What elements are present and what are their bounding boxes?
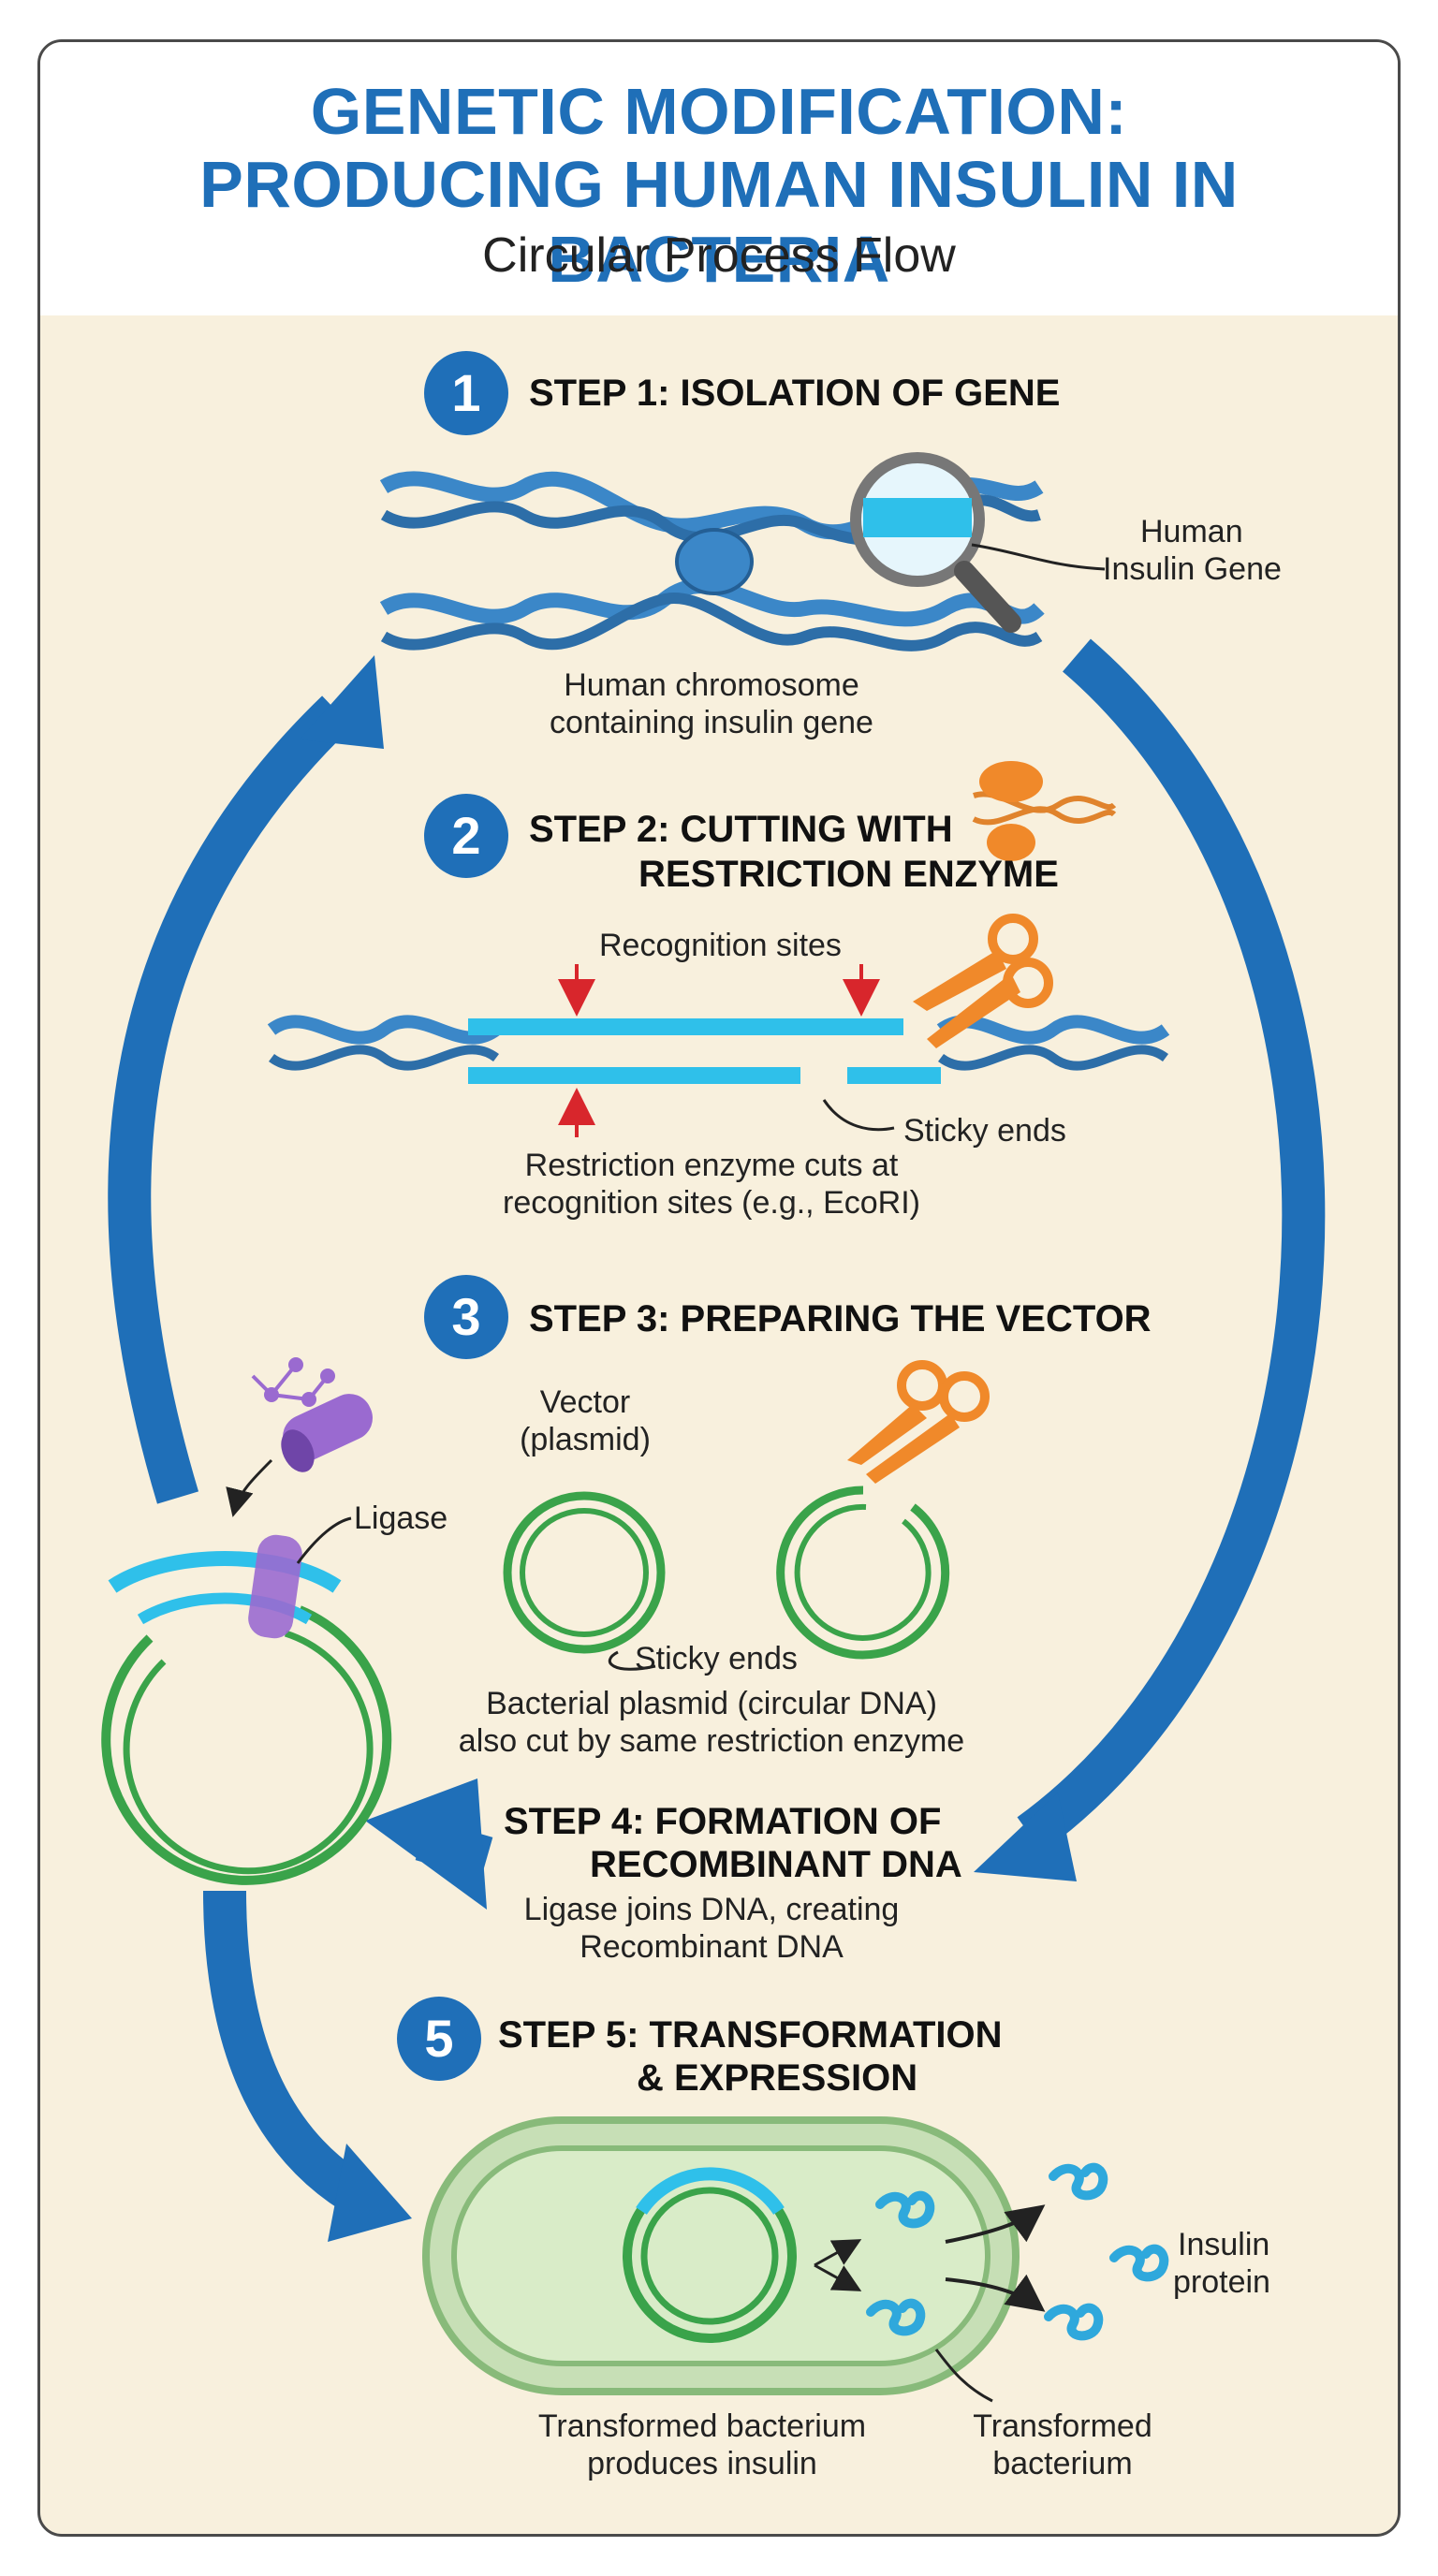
bacterium-icon bbox=[422, 2116, 1046, 2403]
transformed-bacterium-label-2: bacterium bbox=[992, 2446, 1133, 2481]
step-4-desc-line-2: Recombinant DNA bbox=[580, 1929, 844, 1965]
cycle-arrows bbox=[108, 638, 1326, 2242]
cuts-label-1: Restriction enzyme cuts at bbox=[524, 1148, 899, 1183]
cycle-arrow-left bbox=[108, 695, 352, 1504]
step-5-heading-line-1: STEP 5: TRANSFORMATION bbox=[498, 2014, 1003, 2056]
enzyme-icon bbox=[972, 761, 1117, 861]
chromosome-label-2: containing insulin gene bbox=[550, 705, 873, 740]
plasmid-desc-label-1: Bacterial plasmid (circular DNA) bbox=[486, 1686, 937, 1721]
ligase-icon bbox=[226, 1357, 373, 1639]
step-4-desc-line-1: Ligase joins DNA, creating bbox=[523, 1892, 900, 1927]
bacterium-produces-label-2: produces insulin bbox=[587, 2446, 817, 2481]
cut-dna-icon bbox=[267, 964, 1170, 1137]
vector-label-2: (plasmid) bbox=[520, 1422, 651, 1457]
recombinant-plasmid-icon bbox=[101, 1551, 392, 1885]
cuts-label-2: recognition sites (e.g., EcoRI) bbox=[503, 1185, 920, 1221]
plasmid-sticky-ends-label: Sticky ends bbox=[635, 1641, 798, 1676]
step-5-number: 5 bbox=[397, 1997, 481, 2081]
plasmid-desc-label-2: also cut by same restriction enzyme bbox=[458, 1723, 965, 1759]
subtitle: Circular Process Flow bbox=[482, 228, 956, 283]
step-2-heading-line-1: STEP 2: CUTTING WITH bbox=[529, 809, 953, 850]
human-insulin-gene-label-1: Human bbox=[1140, 514, 1243, 549]
step-3-number: 3 bbox=[424, 1275, 508, 1359]
step-4-heading-line-2: RECOMBINANT DNA bbox=[590, 1844, 962, 1885]
transformed-bacterium-label-1: Transformed bbox=[973, 2408, 1152, 2444]
recognition-sites-label: Recognition sites bbox=[599, 928, 842, 963]
title-line-1: GENETIC MODIFICATION: bbox=[310, 75, 1128, 148]
scissors-icon bbox=[913, 914, 1053, 1048]
insulin-protein-label-2: protein bbox=[1173, 2264, 1270, 2300]
step-5-heading-line-2: & EXPRESSION bbox=[637, 2057, 918, 2099]
sticky-ends-label: Sticky ends bbox=[903, 1113, 1066, 1149]
magnifier-icon bbox=[850, 452, 1106, 633]
step-4-heading-line-1: STEP 4: FORMATION OF bbox=[504, 1801, 942, 1842]
header: GENETIC MODIFICATION: PRODUCING HUMAN IN… bbox=[40, 42, 1398, 315]
ligase-label: Ligase bbox=[354, 1500, 448, 1536]
insulin-protein-label-1: Insulin bbox=[1178, 2227, 1270, 2262]
bacterium-produces-label-1: Transformed bacterium bbox=[537, 2408, 867, 2444]
step-2-heading-line-2: RESTRICTION ENZYME bbox=[638, 854, 1059, 895]
step-2-number: 2 bbox=[424, 794, 508, 878]
human-insulin-gene-label-2: Insulin Gene bbox=[1103, 551, 1282, 587]
step-1-number: 1 bbox=[424, 351, 508, 435]
cycle-arrow-right bbox=[1017, 638, 1326, 1852]
step-1-heading: STEP 1: ISOLATION OF GENE bbox=[529, 373, 1061, 414]
cut-plasmid-icon bbox=[608, 1486, 950, 1671]
vector-label-1: Vector bbox=[539, 1384, 631, 1420]
scissors-icon-2 bbox=[847, 1360, 990, 1484]
insulin-protein-icon bbox=[866, 2162, 1169, 2341]
cycle-arrow-bottom bbox=[203, 1890, 376, 2219]
step-3-heading: STEP 3: PREPARING THE VECTOR bbox=[529, 1298, 1152, 1339]
chromosome-label-1: Human chromosome bbox=[564, 667, 859, 703]
title-line-2: PRODUCING HUMAN INSULIN IN BACTERIA bbox=[199, 148, 1239, 296]
plasmid-icon bbox=[503, 1491, 666, 1654]
